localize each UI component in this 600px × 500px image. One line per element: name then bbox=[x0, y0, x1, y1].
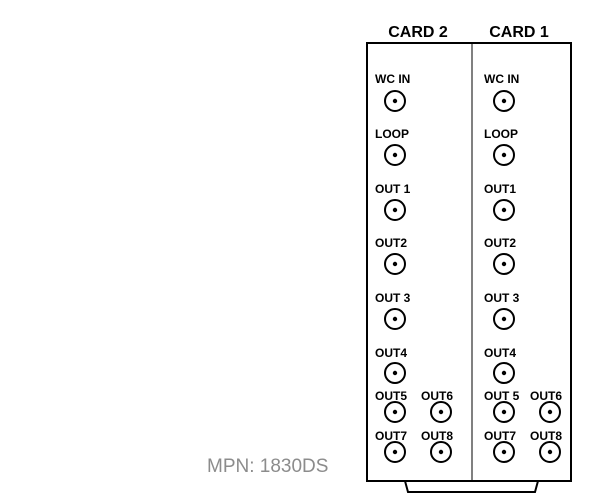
bnc-center-pin-icon bbox=[501, 409, 507, 415]
bnc-center-pin-icon bbox=[392, 409, 398, 415]
bnc-center-pin-icon bbox=[392, 261, 398, 267]
bnc-center-pin-icon bbox=[501, 207, 507, 213]
bnc-center-pin-icon bbox=[501, 152, 507, 158]
card-1-out-7-label: OUT7 bbox=[484, 429, 516, 443]
bnc-center-pin-icon bbox=[501, 261, 507, 267]
card-1-out-2-port: OUT2 bbox=[484, 236, 516, 275]
bnc-center-pin-icon bbox=[547, 449, 553, 455]
card-2-title: CARD 2 bbox=[388, 24, 448, 41]
card-2-out-8-port: OUT8 bbox=[421, 429, 453, 463]
card-1-title: CARD 1 bbox=[489, 24, 549, 41]
card-2-loop-port: LOOP bbox=[375, 127, 409, 166]
bnc-center-pin-icon bbox=[392, 98, 398, 104]
rear-panel-outline bbox=[366, 42, 572, 482]
card-2-out-4-port: OUT4 bbox=[375, 346, 407, 384]
bnc-center-pin-icon bbox=[438, 409, 444, 415]
card-1-out-8-port: OUT8 bbox=[530, 429, 562, 463]
card-1-wc-in-label: WC IN bbox=[484, 72, 519, 86]
card-1-out-8-label: OUT8 bbox=[530, 429, 562, 443]
bnc-center-pin-icon bbox=[501, 370, 507, 376]
card-2-out-2-label: OUT2 bbox=[375, 236, 407, 250]
card-2-out-7-port: OUT7 bbox=[375, 429, 407, 463]
card-2-out-7-label: OUT7 bbox=[375, 429, 407, 443]
card-2-out-8-label: OUT8 bbox=[421, 429, 453, 443]
card-2-out-2-port: OUT2 bbox=[375, 236, 407, 275]
bnc-center-pin-icon bbox=[392, 449, 398, 455]
card-1-out-7-port: OUT7 bbox=[484, 429, 516, 463]
card-1-out-1-port: OUT1 bbox=[484, 182, 516, 221]
card-2-out-1-port: OUT 1 bbox=[375, 182, 411, 221]
card-1-out-4-label: OUT4 bbox=[484, 346, 516, 360]
card-1-out-5-port: OUT 5 bbox=[484, 389, 520, 423]
card-2-wc-in-port: WC IN bbox=[375, 72, 410, 112]
card-1-out-1-label: OUT1 bbox=[484, 182, 516, 196]
card-2-loop-label: LOOP bbox=[375, 127, 409, 141]
card-1-out-5-label: OUT 5 bbox=[484, 389, 520, 403]
card-2-out-5-label: OUT5 bbox=[375, 389, 407, 403]
card-1-out-6-label: OUT6 bbox=[530, 389, 562, 403]
card-2-out-6-label: OUT6 bbox=[421, 389, 453, 403]
card-2-wc-in-label: WC IN bbox=[375, 72, 410, 86]
card-2-out-4-label: OUT4 bbox=[375, 346, 407, 360]
bnc-center-pin-icon bbox=[547, 409, 553, 415]
card-2-out-6-port: OUT6 bbox=[421, 389, 453, 423]
bnc-center-pin-icon bbox=[438, 449, 444, 455]
card-2-out-3-label: OUT 3 bbox=[375, 291, 411, 305]
bnc-center-pin-icon bbox=[501, 98, 507, 104]
mpn-label: MPN: 1830DS bbox=[207, 456, 328, 477]
bnc-center-pin-icon bbox=[392, 207, 398, 213]
bnc-center-pin-icon bbox=[392, 370, 398, 376]
card-1-out-3-label: OUT 3 bbox=[484, 291, 520, 305]
bnc-center-pin-icon bbox=[392, 152, 398, 158]
card-2-out-1-label: OUT 1 bbox=[375, 182, 411, 196]
card-1-loop-label: LOOP bbox=[484, 127, 518, 141]
card-1-out-3-port: OUT 3 bbox=[484, 291, 520, 330]
card-1-out-6-port: OUT6 bbox=[530, 389, 562, 423]
card-1-out-4-port: OUT4 bbox=[484, 346, 516, 384]
card-1-out-2-label: OUT2 bbox=[484, 236, 516, 250]
panel-handle bbox=[404, 480, 539, 493]
card-2-out-5-port: OUT5 bbox=[375, 389, 407, 423]
bnc-center-pin-icon bbox=[501, 316, 507, 322]
bnc-center-pin-icon bbox=[392, 316, 398, 322]
card-1-loop-port: LOOP bbox=[484, 127, 518, 166]
bnc-center-pin-icon bbox=[501, 449, 507, 455]
card-2-out-3-port: OUT 3 bbox=[375, 291, 411, 330]
card-1-wc-in-port: WC IN bbox=[484, 72, 519, 112]
